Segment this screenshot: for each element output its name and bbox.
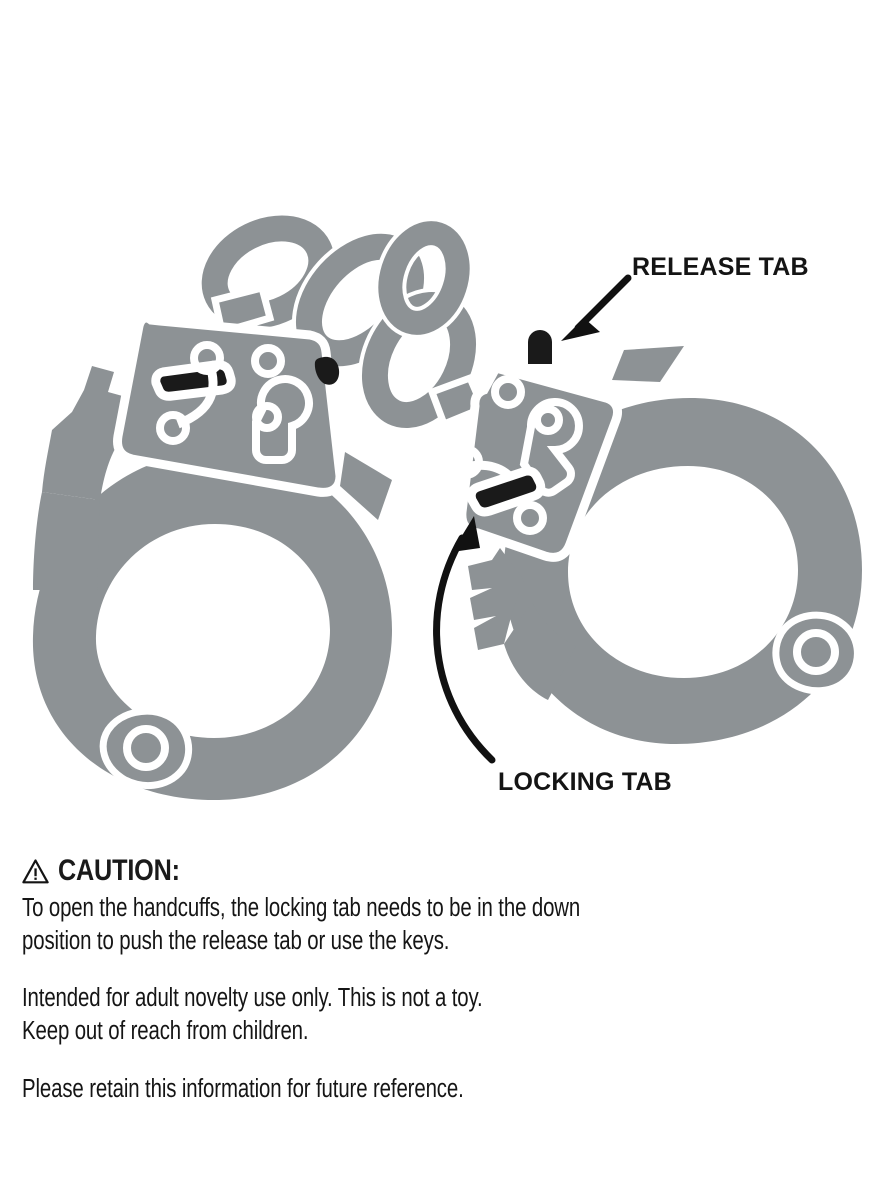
left-lock-lever — [156, 341, 224, 445]
right-cuff — [449, 330, 862, 744]
caution-body-line: To open the handcuffs, the locking tab n… — [22, 894, 581, 922]
notice-adult-novelty: Intended for adult novelty use only. Thi… — [22, 982, 867, 1048]
locking-tab-label: LOCKING TAB — [498, 768, 672, 796]
right-keyhole-icon — [519, 398, 583, 497]
chain-link-4 — [374, 217, 474, 339]
instructions-text-block: CAUTION: To open the handcuffs, the lock… — [22, 856, 867, 1106]
caution-section: CAUTION: To open the handcuffs, the lock… — [22, 856, 867, 958]
left-cuff — [32, 313, 392, 800]
diagram-graphics: RELEASE TAB LOCKING TAB — [32, 211, 862, 800]
right-cuff-wedge — [612, 346, 684, 382]
right-lock-small-circle — [491, 375, 525, 409]
left-pivot-rivet — [99, 707, 193, 790]
locking-tab-arrowhead-icon — [452, 516, 480, 552]
locking-tab-callout: LOCKING TAB — [433, 516, 672, 796]
release-tab-arrowhead-icon — [561, 318, 600, 341]
release-tab-callout: RELEASE TAB — [561, 253, 809, 341]
handcuffs-diagram: RELEASE TAB LOCKING TAB — [32, 211, 862, 800]
notice-retain-info: Please retain this information for futur… — [22, 1073, 867, 1106]
locking-tab-arrow-icon — [433, 534, 496, 764]
right-pivot-rivet — [772, 611, 861, 695]
right-cuff-ratchet-arm — [468, 548, 576, 700]
left-cuff-wedge — [340, 452, 392, 520]
right-lock-lever — [449, 445, 547, 535]
caution-heading: CAUTION: — [22, 856, 867, 886]
notice-line: Intended for adult novelty use only. Thi… — [22, 984, 483, 1013]
release-tab-arrow-icon — [574, 274, 632, 332]
caution-body-line: position to push the release tab or use … — [22, 927, 450, 956]
right-locking-tab — [466, 466, 546, 517]
left-locking-tab — [151, 360, 236, 401]
left-cuff-ratchet-arm — [33, 366, 146, 590]
left-lock-small-circle — [251, 344, 285, 378]
right-release-tab — [528, 330, 552, 364]
left-keyhole-icon — [252, 375, 313, 464]
chain-group — [197, 211, 488, 433]
warning-triangle-icon — [22, 859, 49, 884]
chain-swivel-left — [210, 283, 275, 337]
notice-line: Please retain this information for futur… — [22, 1074, 464, 1103]
release-tab-label: RELEASE TAB — [632, 253, 809, 281]
notice-line: Keep out of reach from children. — [22, 1017, 309, 1046]
caution-heading-text: CAUTION: — [58, 854, 180, 887]
left-release-tab — [314, 356, 340, 385]
